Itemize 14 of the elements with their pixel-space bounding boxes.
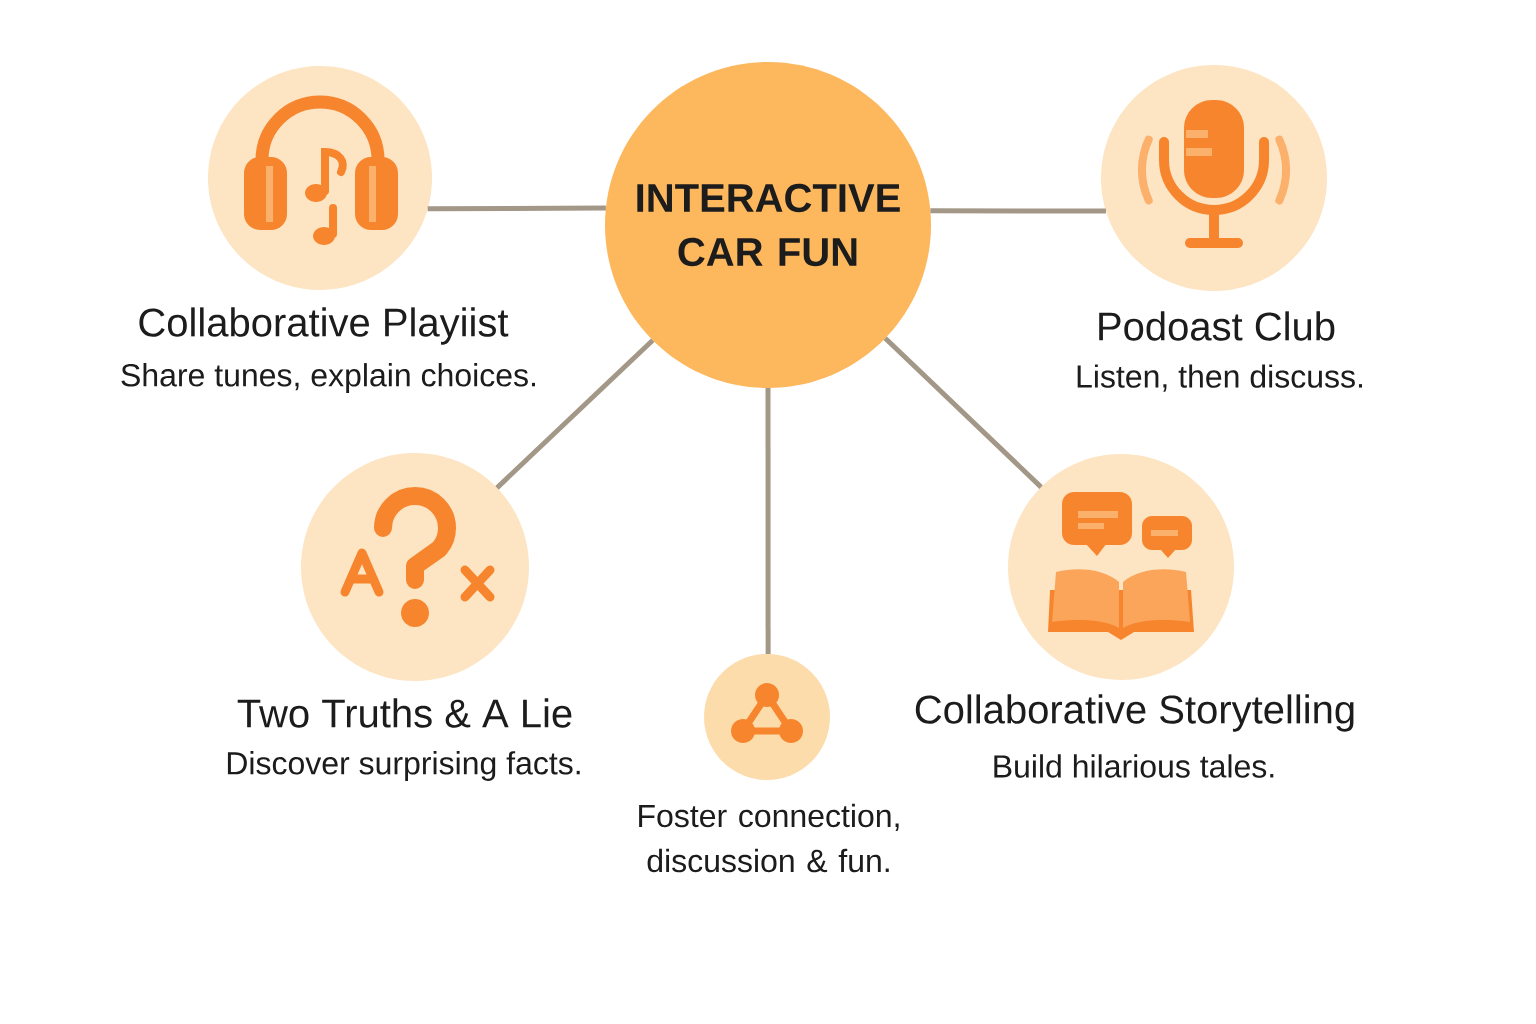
activity-description: Share tunes, explain choices.	[121, 363, 535, 393]
connector-line	[765, 388, 771, 654]
connector-line	[495, 338, 655, 490]
caption-text: Foster connection, discussion & fun.	[639, 803, 899, 873]
activity-description: Build hilarious tales.	[994, 754, 1274, 778]
activity-title: Collaborative Playiist	[139, 307, 509, 345]
activity-description: Listen, then discuss.	[1077, 364, 1362, 392]
activity-title: Two Truths & A Lie	[237, 698, 572, 728]
connector-line	[883, 336, 1043, 489]
activity-title: Collaborative Storytelling	[915, 694, 1354, 732]
connector-line	[427, 205, 606, 212]
activity-title: Podoast Club	[1099, 311, 1335, 341]
connector-line	[930, 208, 1106, 214]
activity-description: Discover surprising facts.	[227, 751, 580, 781]
